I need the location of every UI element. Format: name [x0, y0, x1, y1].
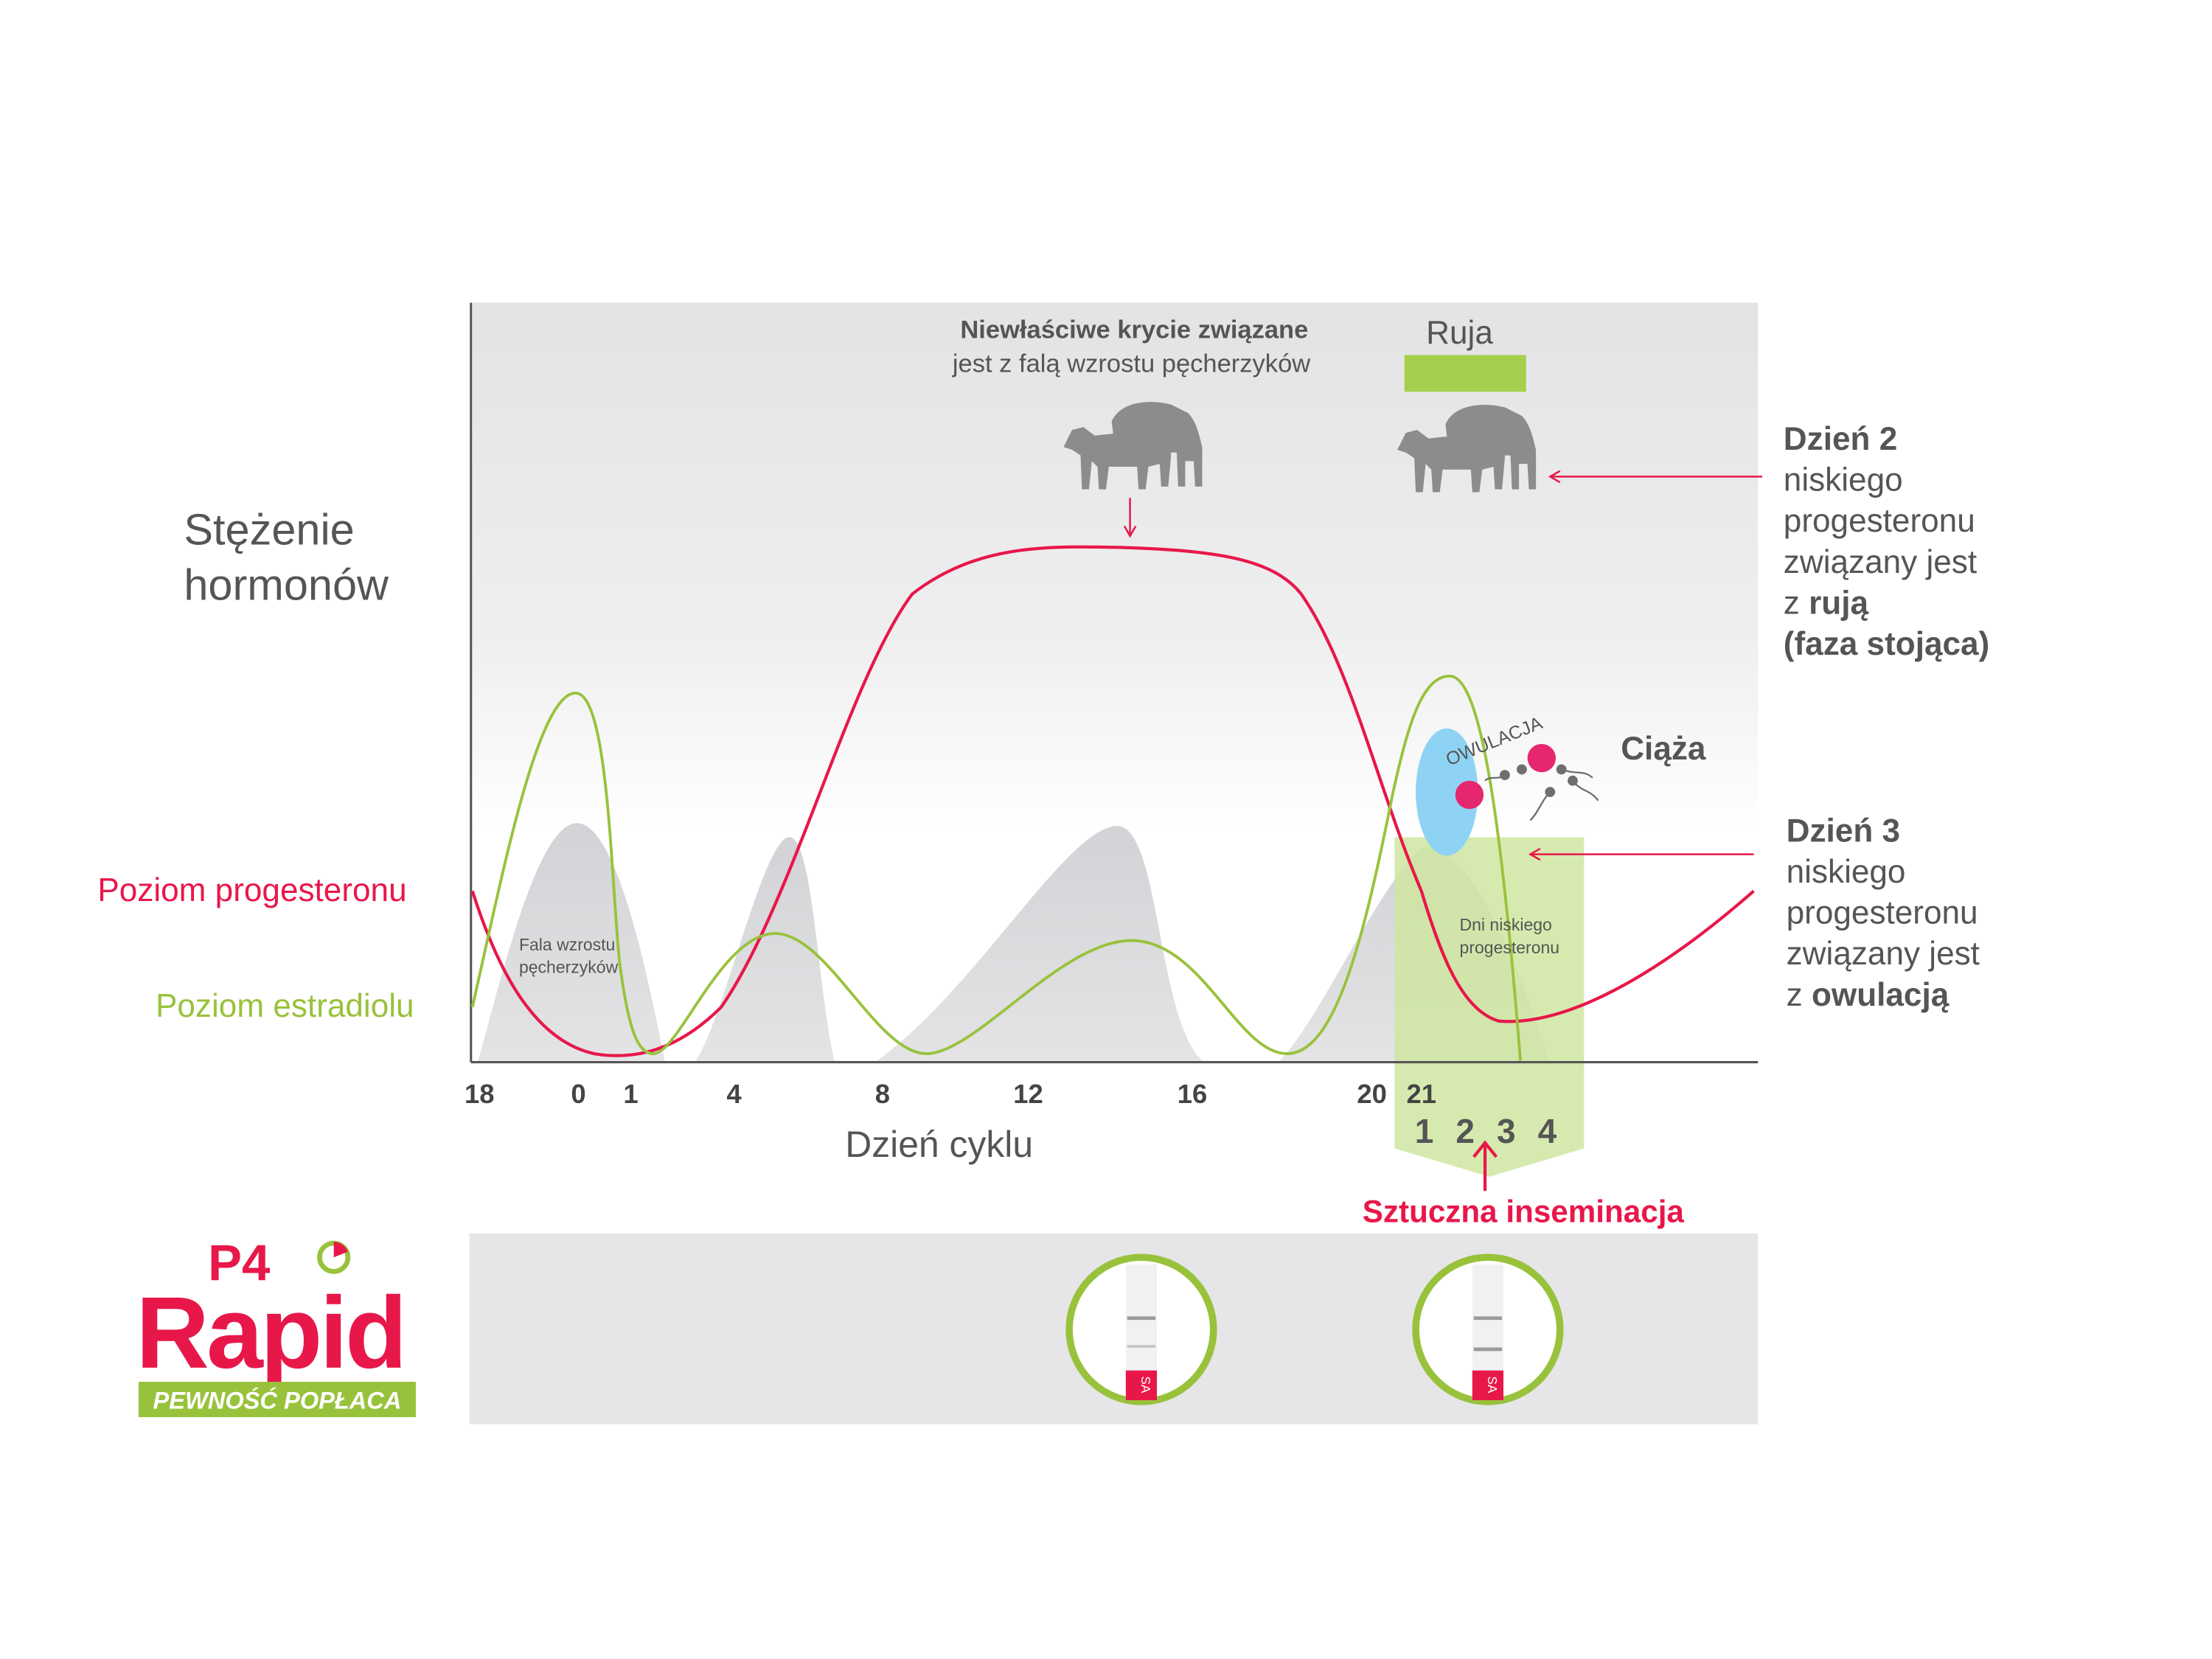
insemination-label: Sztuczna inseminacja	[1363, 1194, 1685, 1228]
logo-word: Rapid	[136, 1276, 404, 1390]
egg-cell	[1416, 728, 1478, 856]
p4-rapid-logo: P4 Rapid PEWNOŚĆ POPŁACA	[136, 1234, 416, 1417]
wave-label-line2: pęcherzyków	[519, 958, 619, 977]
y-axis-title-line2: hormonów	[184, 560, 389, 609]
test-strip-1: SA	[1065, 1253, 1217, 1405]
day2-bold: rują	[1809, 585, 1868, 621]
y-axis-title-line1: Stężenie	[184, 504, 354, 554]
day3-note: Dzień 3 niskiego progesteronu związany j…	[1787, 813, 1980, 1013]
day3-title: Dzień 3	[1787, 813, 1900, 849]
day2-prefix: z	[1784, 585, 1809, 621]
low-days-label-line2: progesteronu	[1460, 938, 1560, 957]
estradiol-curve	[470, 674, 1522, 1061]
x-axis-title: Dzień cyklu	[845, 1124, 1033, 1165]
ovum-dot-1	[1455, 780, 1484, 810]
day2-note: Dzień 2 niskiego progesteronu związany j…	[1784, 421, 1989, 662]
low-progesterone-days: 1 2 3 4	[1415, 1112, 1557, 1150]
follicular-wave-2	[695, 837, 835, 1061]
x-tick: 1	[623, 1079, 638, 1109]
day3-line: niskiego	[1787, 854, 1906, 890]
low-day-number: 2	[1455, 1112, 1475, 1150]
low-day-number: 1	[1415, 1112, 1434, 1150]
day2-bold2: (faza stojąca)	[1784, 626, 1989, 662]
day2-title: Dzień 2	[1784, 421, 1897, 457]
x-tick: 0	[571, 1079, 585, 1109]
day3-bold: owulacją	[1812, 977, 1950, 1013]
strip-1-mark: SA	[1138, 1376, 1153, 1394]
test-strip-2: SA	[1412, 1253, 1564, 1405]
progesterone-level-label: Poziom progesteronu	[97, 872, 406, 908]
day3-line: związany jest	[1787, 936, 1980, 972]
day2-line-final: z rują	[1784, 585, 1869, 621]
mating-arrow	[1123, 498, 1137, 538]
heat-cows-icon	[1397, 404, 1537, 493]
low-days-label-line1: Dni niskiego	[1460, 915, 1552, 934]
estradiol-level-label: Poziom estradiolu	[156, 988, 414, 1024]
x-tick: 18	[465, 1079, 495, 1109]
bad-mating-subtitle: jest z falą wzrostu pęcherzyków	[952, 349, 1311, 378]
x-tick: 20	[1357, 1079, 1387, 1109]
follicular-wave-3	[877, 826, 1203, 1061]
day2-line: progesteronu	[1784, 503, 1975, 539]
heat-bar	[1404, 355, 1526, 392]
x-axis-ticks: 18 0 1 4 8 12 16 20 21	[465, 1079, 1436, 1109]
logo-sup: P4	[208, 1234, 271, 1291]
x-tick: 8	[875, 1079, 890, 1109]
heat-label: Ruja	[1426, 315, 1493, 351]
day3-arrow	[1528, 847, 1754, 861]
x-tick: 16	[1178, 1079, 1208, 1109]
wave-label-line1: Fala wzrostu	[519, 935, 615, 954]
day3-line: progesteronu	[1787, 895, 1978, 931]
low-progesterone-band	[1394, 837, 1585, 1177]
x-tick: 4	[726, 1079, 742, 1109]
low-day-number: 4	[1538, 1112, 1557, 1150]
low-day-number: 3	[1497, 1112, 1516, 1150]
pregnancy-label: Ciąża	[1621, 731, 1706, 767]
x-tick: 21	[1406, 1079, 1436, 1109]
ovum-dot-2	[1527, 743, 1556, 773]
day2-line: niskiego	[1784, 462, 1903, 498]
logo-slogan: PEWNOŚĆ POPŁACA	[153, 1386, 402, 1413]
day3-prefix: z	[1787, 977, 1812, 1013]
insemination-arrow	[1472, 1140, 1498, 1192]
x-tick: 12	[1013, 1079, 1043, 1109]
day3-line-final: z owulacją	[1787, 977, 1950, 1013]
day2-arrow	[1548, 470, 1763, 484]
day2-line: związany jest	[1784, 544, 1977, 580]
strip-2-mark: SA	[1485, 1376, 1500, 1394]
mating-cows-icon	[1063, 402, 1203, 490]
sperm-icons	[1484, 764, 1599, 821]
progesterone-curve	[470, 545, 1755, 1057]
bad-mating-title: Niewłaściwe krycie związane	[960, 316, 1308, 344]
logo-timer-icon	[317, 1240, 351, 1274]
